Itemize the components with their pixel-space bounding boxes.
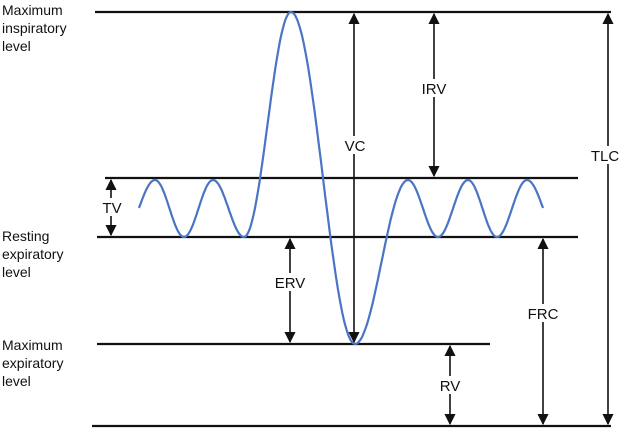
- max-inspiratory-level-label: Maximum inspiratory level: [2, 2, 67, 54]
- label-line: level: [2, 373, 31, 389]
- breathing-trace: [137, 10, 545, 346]
- label-line: level: [2, 264, 31, 280]
- label-line: Maximum: [2, 2, 63, 18]
- irv-label: IRV: [422, 81, 447, 98]
- tv-label: TV: [102, 200, 121, 217]
- vc-label: VC: [345, 138, 366, 155]
- resting-expiratory-level-label: Resting expiratory level: [2, 228, 63, 280]
- rv-label: RV: [440, 378, 461, 395]
- tlc-label: TLC: [591, 148, 620, 165]
- label-line: level: [2, 38, 31, 54]
- label-line: Resting: [2, 228, 49, 244]
- label-line: inspiratory: [2, 20, 67, 36]
- label-line: expiratory: [2, 355, 63, 371]
- max-expiratory-level-label: Maximum expiratory level: [2, 337, 63, 389]
- erv-label: ERV: [275, 275, 306, 292]
- frc-label: FRC: [528, 306, 559, 323]
- label-line: expiratory: [2, 246, 63, 262]
- label-line: Maximum: [2, 337, 63, 353]
